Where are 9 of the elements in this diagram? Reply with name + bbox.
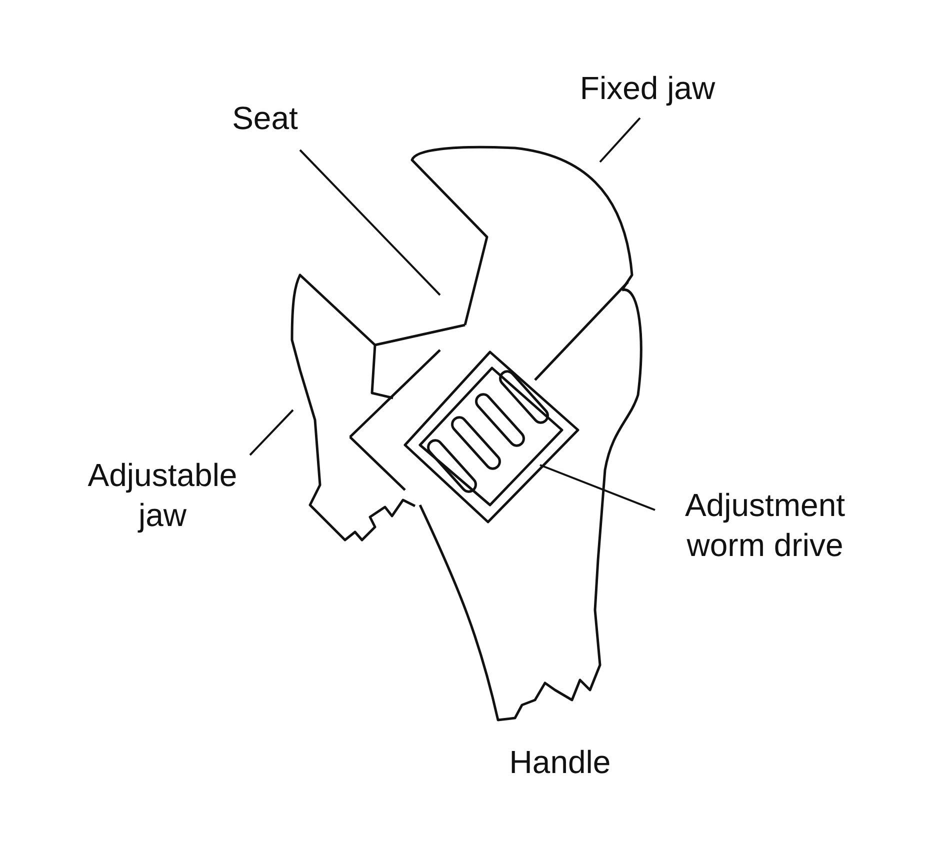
part-label: Adjustable jaw [65, 455, 260, 535]
part-label: Fixed jaw [555, 68, 740, 108]
leader-line [540, 464, 656, 511]
leader-line [249, 409, 294, 456]
part-label: Seat [215, 98, 315, 138]
part-label: Handle [508, 743, 612, 782]
leader-line [599, 117, 641, 163]
part-label: Adjustment worm drive [650, 485, 880, 565]
leader-line [299, 149, 441, 296]
